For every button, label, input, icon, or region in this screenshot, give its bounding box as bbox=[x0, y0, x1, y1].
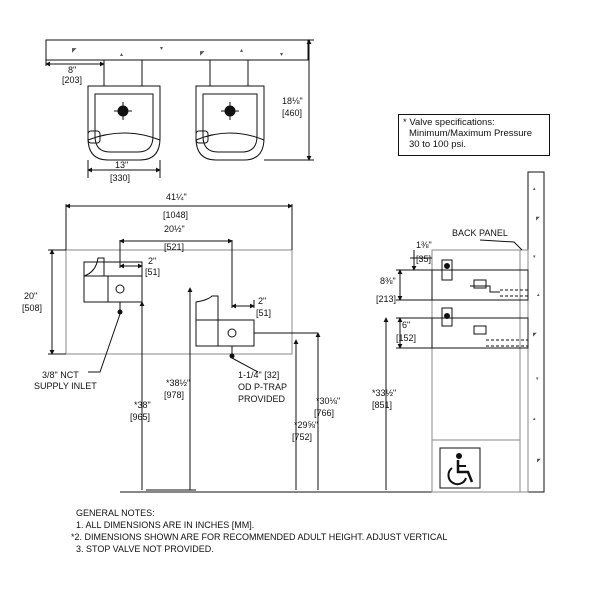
dim-30-eighth: *30⅛" bbox=[316, 396, 340, 406]
plan-bowl-width-dim: 13" bbox=[115, 160, 128, 170]
fountain-side-lower bbox=[431, 307, 529, 349]
valve-spec-line-1: * Valve specifications: bbox=[403, 117, 495, 128]
front-panel bbox=[65, 249, 293, 355]
plan-view: ◤ ▴ ▾ ◤ ▴ ▾ bbox=[45, 39, 314, 178]
dim-38-mm: [965] bbox=[130, 412, 150, 422]
bowl-left bbox=[87, 85, 161, 161]
svg-text:◤: ◤ bbox=[536, 216, 540, 222]
center-spacing-dim: 20½" bbox=[164, 224, 185, 234]
svg-text:◤: ◤ bbox=[537, 458, 541, 464]
side-dim-33-half-mm: [851] bbox=[372, 400, 392, 410]
dim-38: *38" bbox=[134, 400, 151, 410]
ptrap-label-2: OD P-TRAP bbox=[238, 382, 287, 392]
general-note-3: 3. STOP VALVE NOT PROVIDED. bbox=[76, 544, 214, 554]
center-spacing-dim-mm: [521] bbox=[164, 242, 184, 252]
valve-spec-line-2: Minimum/Maximum Pressure bbox=[409, 128, 532, 139]
svg-text:▾: ▾ bbox=[536, 376, 539, 382]
plan-depth-dim-mm: [460] bbox=[282, 108, 302, 118]
supply-inlet-label-1: 3/8" NCT bbox=[42, 370, 79, 380]
wall-hatch: ◤ ▴ ▾ ◤ ▴ ▾ bbox=[72, 46, 283, 58]
mount-plate-right bbox=[209, 59, 249, 87]
fountain-upper bbox=[83, 257, 143, 315]
offset-upper-dim-mm: [51] bbox=[145, 267, 160, 277]
dim-29-five-eighths-mm: [752] bbox=[292, 432, 312, 442]
svg-text:▴: ▴ bbox=[533, 186, 536, 192]
front-view bbox=[48, 203, 536, 493]
dim-29-five-eighths: *29⅝" bbox=[294, 420, 318, 430]
overall-width-dim-mm: [1048] bbox=[163, 210, 188, 220]
plan-width-dim-mm: [203] bbox=[62, 75, 82, 85]
svg-text:▾: ▾ bbox=[533, 254, 536, 260]
svg-text:▾: ▾ bbox=[160, 46, 163, 52]
bowl-right bbox=[195, 85, 265, 161]
svg-text:◤: ◤ bbox=[72, 48, 77, 54]
height-dim: 20" bbox=[24, 291, 37, 301]
side-dim-1-3-8: 1⅜" bbox=[416, 240, 432, 250]
plan-wall bbox=[45, 39, 309, 61]
plan-depth-dim: 18⅛" bbox=[282, 96, 303, 106]
offset-lower-dim: 2" bbox=[258, 296, 266, 306]
ptrap-label-1: 1-1/4" [32] bbox=[238, 370, 279, 380]
svg-text:▴: ▴ bbox=[120, 52, 123, 58]
general-notes-title: GENERAL NOTES: bbox=[76, 508, 155, 518]
svg-text:▴: ▴ bbox=[240, 48, 243, 54]
wheelchair-accessibility-icon bbox=[439, 447, 481, 489]
svg-text:◤: ◤ bbox=[200, 51, 205, 57]
plan-width-dim: 8" bbox=[68, 65, 76, 75]
side-dim-1-3-8-mm: [35] bbox=[416, 254, 431, 264]
offset-lower-dim-mm: [51] bbox=[256, 308, 271, 318]
height-dim-mm: [508] bbox=[22, 303, 42, 313]
supply-inlet-label-2: SUPPLY INLET bbox=[34, 381, 97, 391]
dim-38-half: *38½" bbox=[166, 378, 190, 388]
fountain-lower bbox=[195, 295, 318, 359]
valve-spec-line-3: 30 to 100 psi. bbox=[409, 139, 467, 150]
general-notes: GENERAL NOTES: 1. ALL DIMENSIONS ARE IN … bbox=[71, 507, 447, 555]
valve-specifications-box: * Valve specifications: Minimum/Maximum … bbox=[398, 114, 550, 156]
svg-text:▾: ▾ bbox=[280, 52, 283, 58]
svg-text:▴: ▴ bbox=[533, 416, 536, 422]
mount-plate-left bbox=[103, 59, 143, 87]
side-view: ▴ ◤ ▾ ▴ ◤ ▾ ▴ ◤ bbox=[383, 171, 545, 493]
side-dim-6: 6" bbox=[402, 320, 410, 330]
back-panel-label: BACK PANEL bbox=[452, 228, 508, 238]
overall-width-dim: 41¼" bbox=[166, 192, 187, 202]
offset-upper-dim: 2" bbox=[148, 256, 156, 266]
dim-38-half-mm: [978] bbox=[164, 390, 184, 400]
ptrap-label-3: PROVIDED bbox=[238, 394, 286, 404]
side-dim-8-3-8: 8⅜" bbox=[380, 276, 396, 286]
fountain-side-upper bbox=[431, 259, 529, 301]
dim-30-eighth-mm: [766] bbox=[314, 408, 334, 418]
side-dim-6-mm: [152] bbox=[396, 333, 416, 343]
svg-text:▴: ▴ bbox=[537, 292, 540, 298]
side-dim-8-3-8-mm: [213] bbox=[376, 294, 396, 304]
svg-text:◤: ◤ bbox=[533, 332, 537, 338]
general-note-1: 1. ALL DIMENSIONS ARE IN INCHES [MM]. bbox=[76, 520, 255, 530]
plan-bowl-width-dim-mm: [330] bbox=[110, 173, 130, 183]
side-dim-33-half: *33½" bbox=[372, 388, 396, 398]
general-note-2: *2. DIMENSIONS SHOWN ARE FOR RECOMMENDED… bbox=[71, 532, 448, 542]
